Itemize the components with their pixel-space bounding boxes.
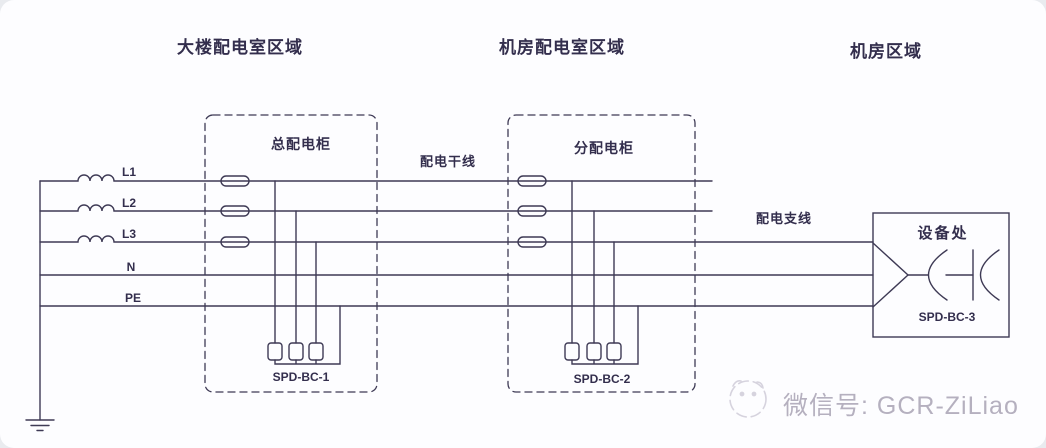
spd-module-icon: [308, 342, 324, 361]
conductor-label-n: N: [126, 260, 136, 274]
spd-module-icon: [267, 342, 283, 361]
spd-module-icon: [606, 342, 622, 361]
line-l1-with-coil-icon: [39, 174, 713, 182]
fuse-icon: [220, 205, 250, 217]
fuse-icon: [517, 236, 547, 248]
spd-pe-bus: [571, 305, 639, 365]
conductor-label-l1: L1: [121, 165, 137, 179]
line-l2-with-coil-icon: [39, 204, 713, 212]
conductor-lines: [25, 174, 874, 432]
line-l3-with-coil-icon: [39, 235, 874, 243]
spd3-label: SPD-BC-3: [918, 310, 976, 324]
equipment-box: [872, 212, 1010, 338]
sub-panel-dashed-box: [507, 114, 696, 393]
socket-arc-icon: [928, 249, 948, 301]
chevron-connector-icon: [872, 242, 910, 308]
sub-panel-title: 分配电柜: [574, 140, 634, 156]
fuse-icon: [220, 236, 250, 248]
region-title-room-distribution: 机房配电室区域: [499, 38, 625, 57]
region-title-machine-room: 机房区域: [850, 42, 922, 61]
spd-module-icon: [288, 342, 304, 361]
main-panel-group: [204, 114, 378, 393]
spd1-label: SPD-BC-1: [272, 370, 330, 384]
equipment-group: [872, 212, 1010, 338]
spd-module-icon: [564, 342, 580, 361]
branch-wire-label: 配电支线: [755, 211, 813, 226]
spd-pe-bus: [274, 305, 341, 365]
fuse-icon: [517, 175, 547, 187]
wechat-watermark-text: 微信号: GCR-ZiLiao: [783, 392, 1019, 420]
wechat-mascot-icon: [729, 380, 767, 418]
sub-panel-group: [507, 114, 696, 393]
main-panel-title: 总配电柜: [271, 136, 331, 152]
spd-module-icon: [586, 342, 602, 361]
fuse-icon: [220, 175, 250, 187]
trunk-wire-label: 配电干线: [419, 154, 477, 169]
equipment-title: 设备处: [917, 225, 969, 242]
main-panel-dashed-box: [204, 114, 378, 393]
socket-arc-icon: [980, 249, 1000, 301]
conductor-label-l2: L2: [121, 196, 137, 210]
region-title-building: 大楼配电室区域: [177, 38, 303, 57]
earth-ground-icon: [25, 419, 55, 432]
conductor-label-pe: PE: [124, 291, 142, 305]
fuse-icon: [517, 205, 547, 217]
spd2-label: SPD-BC-2: [573, 372, 631, 386]
conductor-label-l3: L3: [121, 227, 137, 241]
